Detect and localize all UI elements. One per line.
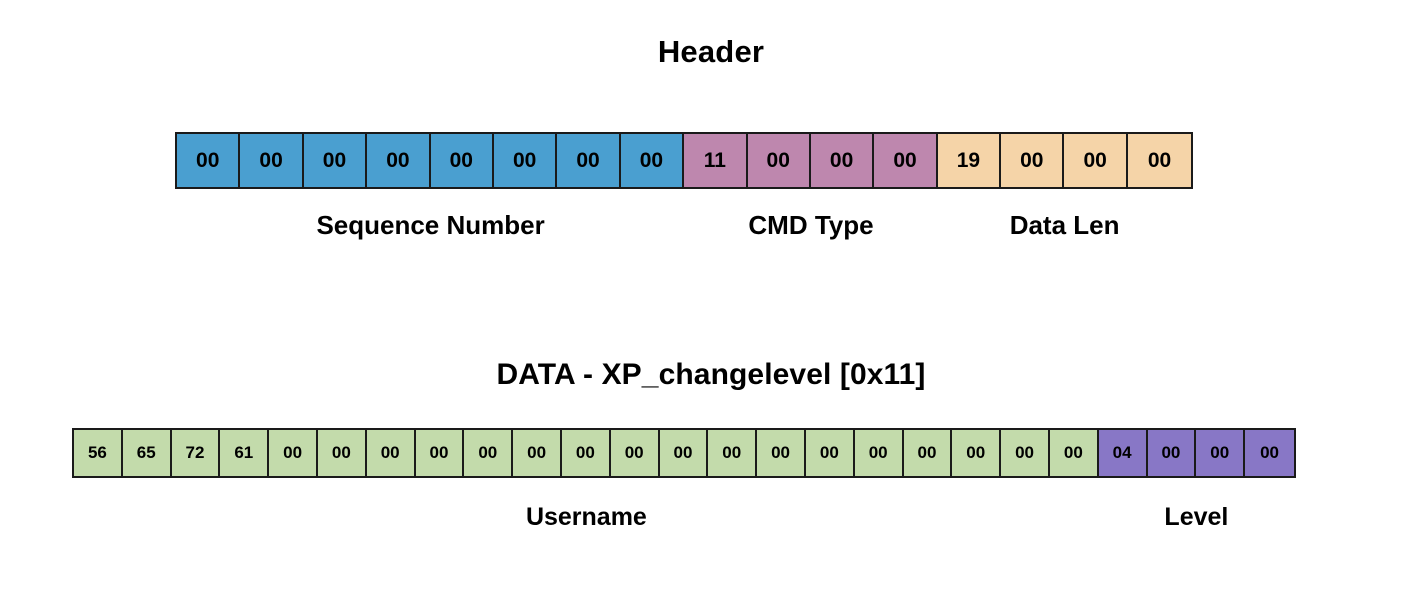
byte-cell-sequence-number: 00 xyxy=(240,134,304,187)
byte-cell-username: 72 xyxy=(171,430,221,476)
field-label-data-len: Data Len xyxy=(1009,210,1120,240)
byte-cell-cmd-type: 00 xyxy=(747,134,811,187)
byte-cell-username: 00 xyxy=(610,430,660,476)
field-label-level: Level xyxy=(1164,503,1229,531)
header-section-title: Header xyxy=(657,34,765,69)
field-label-cmd-type: CMD Type xyxy=(748,210,874,240)
byte-cell-username: 00 xyxy=(903,430,953,476)
byte-cell-sequence-number: 00 xyxy=(493,134,558,187)
byte-cell-sequence-number: 00 xyxy=(367,134,431,187)
byte-cell-sequence-number: 00 xyxy=(177,134,241,187)
byte-cell-cmd-type: 11 xyxy=(684,134,748,187)
byte-cell-username: 00 xyxy=(659,430,709,476)
byte-cell-username: 00 xyxy=(757,430,806,476)
byte-cell-level: 00 xyxy=(1196,430,1246,476)
byte-cell-username: 00 xyxy=(561,430,611,476)
byte-cell-username: 00 xyxy=(366,430,416,476)
data-section-title: DATA - XP_changelevel [0x11] xyxy=(496,358,926,391)
byte-cell-sequence-number: 00 xyxy=(557,134,621,187)
byte-cell-level: 04 xyxy=(1098,430,1148,476)
byte-cell-level: 00 xyxy=(1147,430,1197,476)
byte-cell-data-len: 19 xyxy=(937,134,1002,187)
byte-cell-sequence-number: 00 xyxy=(620,134,685,187)
byte-cell-data-len: 00 xyxy=(1001,134,1065,187)
byte-cell-username: 00 xyxy=(415,430,465,476)
byte-cell-username: 00 xyxy=(513,430,562,476)
byte-cell-username: 00 xyxy=(317,430,367,476)
byte-cell-username: 00 xyxy=(708,430,758,476)
byte-cell-username: 00 xyxy=(854,430,904,476)
byte-cell-data-len: 00 xyxy=(1127,134,1192,187)
byte-cell-username: 56 xyxy=(74,430,123,476)
byte-cell-cmd-type: 00 xyxy=(810,134,875,187)
byte-cell-sequence-number: 00 xyxy=(303,134,368,187)
byte-cell-username: 00 xyxy=(464,430,514,476)
byte-cell-username: 00 xyxy=(805,430,855,476)
byte-cell-username: 00 xyxy=(1049,430,1099,476)
byte-cell-level: 00 xyxy=(1245,430,1294,476)
field-label-username: Username xyxy=(525,503,647,531)
byte-cell-username: 00 xyxy=(1001,430,1050,476)
byte-cell-username: 61 xyxy=(220,430,270,476)
field-label-sequence-number: Sequence Number xyxy=(316,210,545,240)
byte-cell-sequence-number: 00 xyxy=(430,134,494,187)
byte-cell-cmd-type: 00 xyxy=(874,134,938,187)
byte-cell-data-len: 00 xyxy=(1064,134,1128,187)
byte-cell-username: 00 xyxy=(269,430,318,476)
byte-cell-username: 00 xyxy=(952,430,1002,476)
byte-cell-username: 65 xyxy=(122,430,172,476)
